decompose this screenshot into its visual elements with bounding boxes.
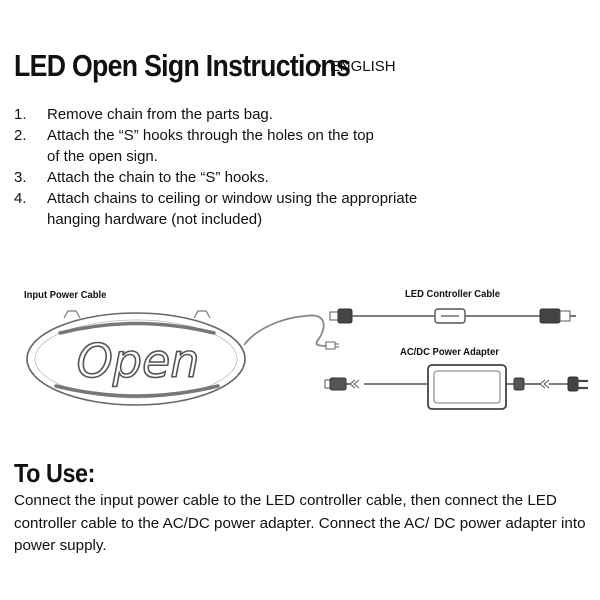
led-controller-cable-label: LED Controller Cable <box>405 288 501 300</box>
sign-text: Open <box>77 334 200 388</box>
step-number: 1. <box>14 106 27 123</box>
language-tag: • ENGLISH <box>316 58 396 76</box>
open-sign-illustration: Open <box>26 310 339 406</box>
list-item: 3. Attach the chain to the “S” hooks. <box>14 167 574 188</box>
instructions-list: 1. Remove chain from the parts bag. 2. A… <box>14 104 574 230</box>
power-adapter-illustration <box>324 364 588 410</box>
input-power-cable-label: Input Power Cable <box>24 289 107 301</box>
led-controller-cable-illustration <box>329 308 576 324</box>
list-item: 2. Attach the “S” hooks through the hole… <box>14 125 574 167</box>
step-text: Attach chains to ceiling or window using… <box>47 190 418 228</box>
to-use-heading: To Use: <box>14 458 95 488</box>
step-text: Attach the chain to the “S” hooks. <box>47 169 269 186</box>
step-number: 4. <box>14 190 27 207</box>
list-item: 1. Remove chain from the parts bag. <box>14 104 574 125</box>
adapter-label: AC/DC Power Adapter <box>400 346 499 358</box>
to-use-text: Connect the input power cable to the LED… <box>14 492 586 554</box>
title-text: LED Open Sign Instructions <box>14 48 351 83</box>
step-text: Remove chain from the parts bag. <box>47 106 273 123</box>
step-number: 2. <box>14 127 27 144</box>
bullet-icon: • <box>316 58 322 75</box>
step-number: 3. <box>14 169 27 186</box>
list-item: 4. Attach chains to ceiling or window us… <box>14 188 574 230</box>
step-text: Attach the “S” hooks through the holes o… <box>47 127 374 165</box>
page-title: LED Open Sign Instructions <box>14 48 405 84</box>
language-label: ENGLISH <box>329 58 396 75</box>
